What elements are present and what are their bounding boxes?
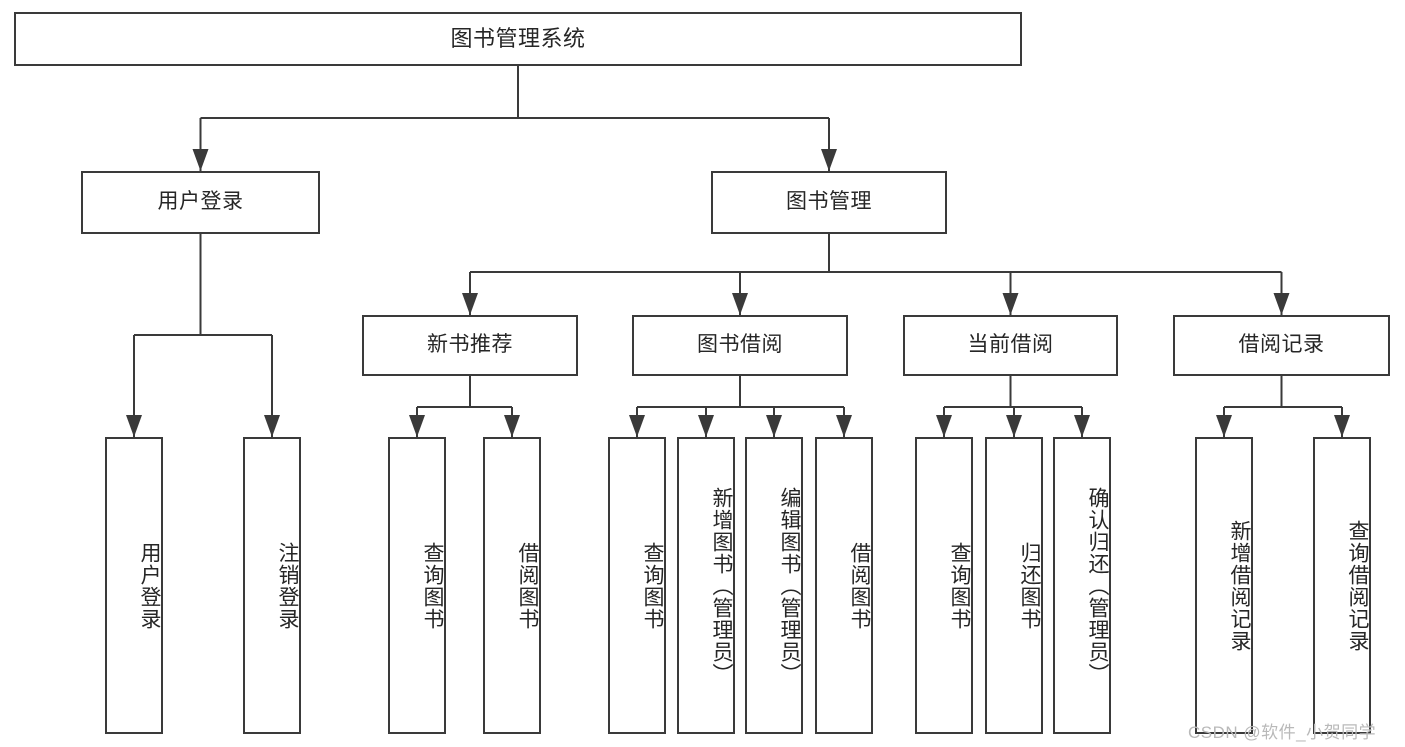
arrowhead-icon (1273, 293, 1290, 315)
node-l-q1[interactable]: 查询图书 (388, 437, 446, 734)
node-l-add[interactable]: 新增图书（管理员） (677, 437, 735, 734)
node-label: 新书推荐 (427, 333, 513, 357)
arrowhead-icon (409, 415, 425, 437)
node-l-addrec[interactable]: 新增借阅记录 (1195, 437, 1253, 734)
node-label: 借阅图书 (516, 541, 539, 630)
node-label: 图书管理系统 (450, 26, 586, 52)
arrowhead-icon (462, 293, 478, 315)
arrowhead-icon (504, 415, 520, 437)
node-label: 归还图书 (1018, 541, 1041, 630)
node-label: 查询借阅记录 (1346, 519, 1369, 652)
node-bookmgmt[interactable]: 图书管理 (711, 171, 947, 234)
node-l-q3[interactable]: 查询图书 (915, 437, 973, 734)
arrowhead-icon (1002, 293, 1019, 315)
arrowhead-icon (936, 415, 952, 437)
arrowhead-icon (1216, 415, 1232, 437)
arrowhead-icon (766, 415, 782, 437)
node-newrec[interactable]: 新书推荐 (362, 315, 578, 376)
arrowhead-icon (192, 149, 209, 171)
node-l-qrec[interactable]: 查询借阅记录 (1313, 437, 1371, 734)
node-current[interactable]: 当前借阅 (903, 315, 1118, 376)
node-l-conf[interactable]: 确认归还（管理员） (1053, 437, 1111, 734)
node-l-ret[interactable]: 归还图书 (985, 437, 1043, 734)
node-l-b1[interactable]: 借阅图书 (483, 437, 541, 734)
node-label: 注销登录 (276, 541, 299, 630)
arrowhead-icon (264, 415, 280, 437)
node-label: 借阅图书 (848, 541, 871, 630)
node-l-logout[interactable]: 注销登录 (243, 437, 301, 734)
watermark: CSDN @软件_小贺同学 (1188, 723, 1377, 742)
arrowhead-icon (821, 149, 837, 171)
node-label: 当前借阅 (967, 333, 1054, 357)
arrowhead-icon (629, 415, 645, 437)
node-l-q2[interactable]: 查询图书 (608, 437, 666, 734)
arrowhead-icon (698, 415, 714, 437)
arrowhead-icon (1006, 415, 1022, 437)
arrowhead-icon (836, 415, 852, 437)
node-label: 查询图书 (641, 541, 664, 630)
arrowhead-icon (1074, 415, 1090, 437)
node-l-login[interactable]: 用户登录 (105, 437, 163, 734)
node-l-edit[interactable]: 编辑图书（管理员） (745, 437, 803, 734)
arrowhead-icon (732, 293, 748, 315)
node-root[interactable]: 图书管理系统 (14, 12, 1022, 66)
node-records[interactable]: 借阅记录 (1173, 315, 1390, 376)
node-label: 查询图书 (421, 541, 444, 630)
node-label: 图书管理 (786, 190, 872, 214)
arrowhead-icon (126, 415, 142, 437)
node-label: 确认归还（管理员） (1086, 486, 1109, 685)
node-l-b2[interactable]: 借阅图书 (815, 437, 873, 734)
node-label: 新增图书（管理员） (710, 486, 733, 685)
node-label: 编辑图书（管理员） (778, 486, 801, 685)
node-label: 查询图书 (948, 541, 971, 630)
node-label: 借阅记录 (1238, 333, 1325, 357)
node-login[interactable]: 用户登录 (81, 171, 320, 234)
node-label: 图书借阅 (697, 333, 783, 357)
node-borrow[interactable]: 图书借阅 (632, 315, 848, 376)
arrowhead-icon (1334, 415, 1350, 437)
node-label: 用户登录 (157, 190, 244, 214)
node-label: 用户登录 (138, 541, 161, 630)
node-label: 新增借阅记录 (1228, 519, 1251, 652)
